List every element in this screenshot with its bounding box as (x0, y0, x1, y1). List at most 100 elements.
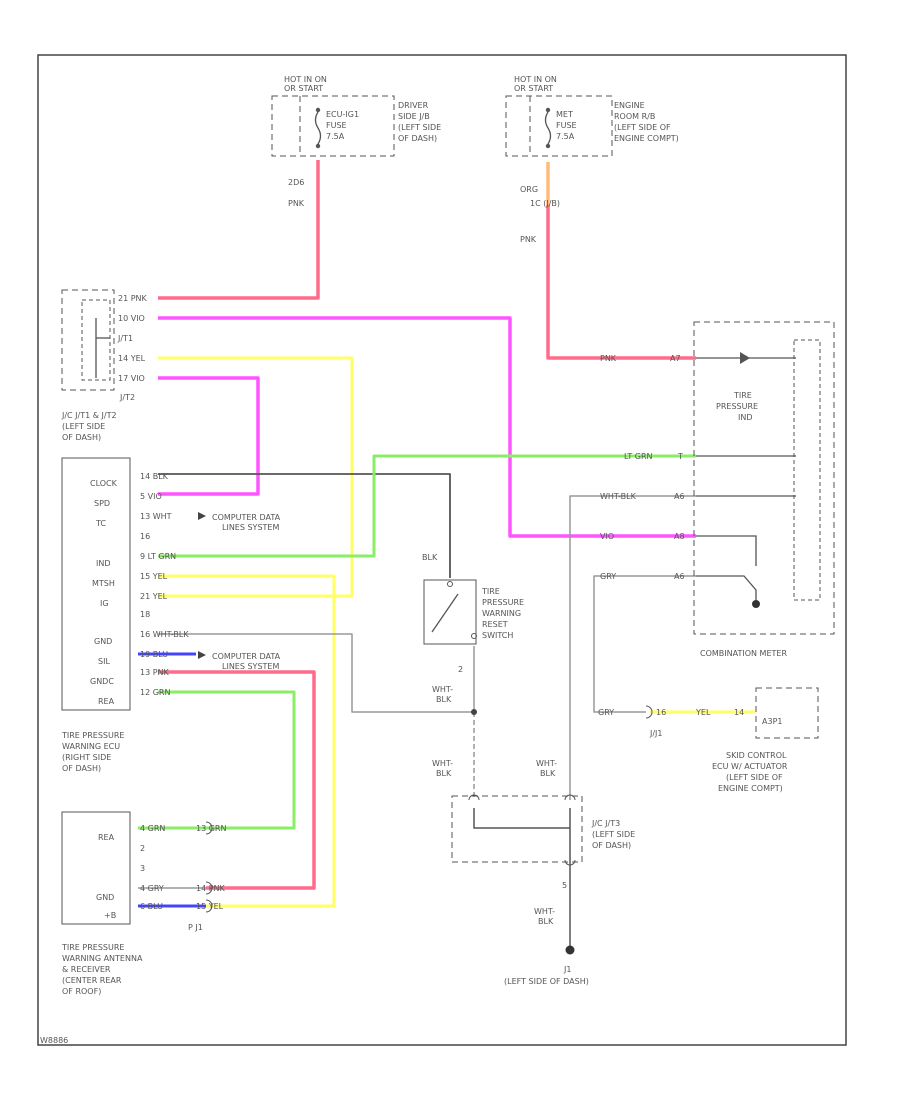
ecu-note1-1: COMPUTER DATA (212, 513, 281, 522)
fuse2-block: HOT IN ON OR START MET FUSE 7.5A ENGINE … (505, 75, 679, 244)
antenna-connector: P J1 (188, 923, 203, 932)
skid-box (755, 687, 819, 739)
connector-icon (205, 899, 213, 913)
fuse1-block: HOT IN ON OR START ECU-IG1 FUSE 7.5A DRI… (271, 75, 441, 208)
ecu-wire: 21 YEL (140, 592, 168, 601)
antenna-wire: 6 BLU (140, 902, 163, 911)
fuse1-box-1: DRIVER (398, 101, 429, 110)
fuse2-box-2: ROOM R/B (614, 112, 655, 121)
meter-inner (793, 339, 821, 601)
meter-pin-label: GRY (600, 572, 616, 581)
fuse2-wire-color: PNK (520, 235, 537, 244)
jc-bottom-block: WHT- BLK WHT- BLK J/C J/T3 (LEFT SIDE OF… (432, 759, 635, 926)
ecu-terminal: IND (96, 559, 111, 568)
fuse1-box (271, 95, 395, 157)
wire-vio-spd (158, 376, 260, 496)
skid-wire2: YEL (695, 708, 711, 717)
antenna-label-5: OF ROOF) (62, 987, 101, 996)
fuse2-terminal-top (545, 107, 551, 113)
meter-pin: A6 (674, 572, 685, 581)
fuse2-header-2: OR START (514, 84, 553, 93)
wire-ltgrn-ind (158, 454, 696, 558)
ecu-label-3: (RIGHT SIDE (62, 753, 111, 762)
switch-label-4: RESET (482, 620, 508, 629)
switch-label-2: PRESSURE (482, 598, 524, 607)
fuse2-header-1: HOT IN ON (514, 75, 557, 84)
skid-label-3: (LEFT SIDE OF (726, 773, 783, 782)
meter-ind-3: IND (738, 413, 753, 422)
antenna-conn-pin: 13 GRN (196, 824, 226, 833)
arrow-icon (198, 651, 206, 659)
antenna-wire: 4 GRY (140, 884, 164, 893)
ground-block: J1 (LEFT SIDE OF DASH) (504, 945, 589, 986)
fuse1-header-1: HOT IN ON (284, 75, 327, 84)
fuse2-connector: 1C (J/B) (530, 199, 560, 208)
ecu-terminal: IG (100, 599, 109, 608)
antenna-wire: 3 (140, 864, 145, 873)
skid-pin-in: 16 (656, 708, 666, 717)
fuse1-fuse-icon (314, 111, 322, 145)
ecu-wire: 18 (140, 610, 150, 619)
connector-icon (564, 859, 576, 866)
switch-contact-icon (471, 633, 477, 639)
antenna-terminal: REA (98, 833, 115, 842)
antenna-label-4: (CENTER REAR (62, 976, 122, 985)
ecu-wire: 15 YEL (140, 572, 168, 581)
wire-wht-blk-meter (569, 495, 696, 800)
switch-label-3: WARNING (482, 609, 521, 618)
fuse2-box-1: ENGINE (614, 101, 645, 110)
fuse2-fuse-2: FUSE (556, 121, 577, 130)
fuse1-wire-color: PNK (288, 199, 305, 208)
ecu-box (61, 457, 131, 711)
switch-pin: 2 (458, 665, 463, 674)
fuse2-terminal-bottom (545, 143, 551, 149)
wire-pnk-gndc (158, 670, 316, 890)
meter-pin: A8 (674, 532, 685, 541)
switch-box (423, 579, 477, 645)
fuse1-wire-code: 2D6 (288, 178, 304, 187)
fuse1-fuse-1: ECU-IG1 (326, 110, 359, 119)
jc-bottom-label-3: OF DASH) (592, 841, 631, 850)
jc-bottom-left-1: WHT- (432, 759, 453, 768)
jc-top-label-3: OF DASH) (62, 433, 101, 442)
wire-pnk-fuse2 (546, 205, 696, 360)
ecu-wire: 5 VIO (140, 492, 162, 501)
antenna-terminal: GND (96, 893, 114, 902)
fuse2-box-3: (LEFT SIDE OF (614, 123, 671, 132)
switch-ground-1: WHT- (432, 685, 453, 694)
connector-icon (468, 794, 480, 801)
ground-icon (752, 600, 760, 608)
wire-grn-rea (158, 690, 296, 830)
ecu-label-4: OF DASH) (62, 764, 101, 773)
arrow-icon (198, 512, 206, 520)
jc-bottom-label-1: J/C J/T3 (591, 819, 620, 828)
ecu-wire: 12 GRN (140, 688, 170, 697)
jc-bottom-ground-2: BLK (538, 917, 554, 926)
jc-bottom-pin: 5 (562, 881, 567, 890)
antenna-label-2: WARNING ANTENNA (62, 954, 143, 963)
wire-blk-clock (158, 473, 451, 578)
fuse1-fuse-3: 7.5A (326, 132, 345, 141)
fuse2-fuse-1: MET (556, 110, 573, 119)
ecu-wire: 16 WHT-BLK (140, 630, 189, 639)
ecu-block: CLOCK SPD TC IND MTSH IG GND SIL GNDC RE… (61, 457, 281, 773)
fuse2-fuse-icon (544, 111, 552, 145)
meter-pin: A7 (670, 354, 681, 363)
meter-ind-2: PRESSURE (716, 402, 758, 411)
ecu-note1-2: LINES SYSTEM (222, 523, 279, 532)
switch-label-1: TIRE (481, 587, 500, 596)
antenna-conn-pin: 15 YEL (196, 902, 224, 911)
jc-bottom-label-2: (LEFT SIDE (592, 830, 635, 839)
fuse1-box-3: (LEFT SIDE (398, 123, 441, 132)
fuse1-terminal-top (315, 107, 321, 113)
jc-bottom-ground-1: WHT- (534, 907, 555, 916)
antenna-conn-pin: 14 PNK (196, 884, 226, 893)
ecu-terminal: REA (98, 697, 115, 706)
jc-bottom-right-1: WHT- (536, 759, 557, 768)
ecu-wire: 13 WHT (140, 512, 172, 521)
meter-pin-label: WHT-BLK (600, 492, 637, 501)
fuse1-terminal-bottom (315, 143, 321, 149)
jc-top-label-1: J/C J/T1 & J/T2 (61, 411, 117, 420)
ecu-terminal: SIL (98, 657, 110, 666)
